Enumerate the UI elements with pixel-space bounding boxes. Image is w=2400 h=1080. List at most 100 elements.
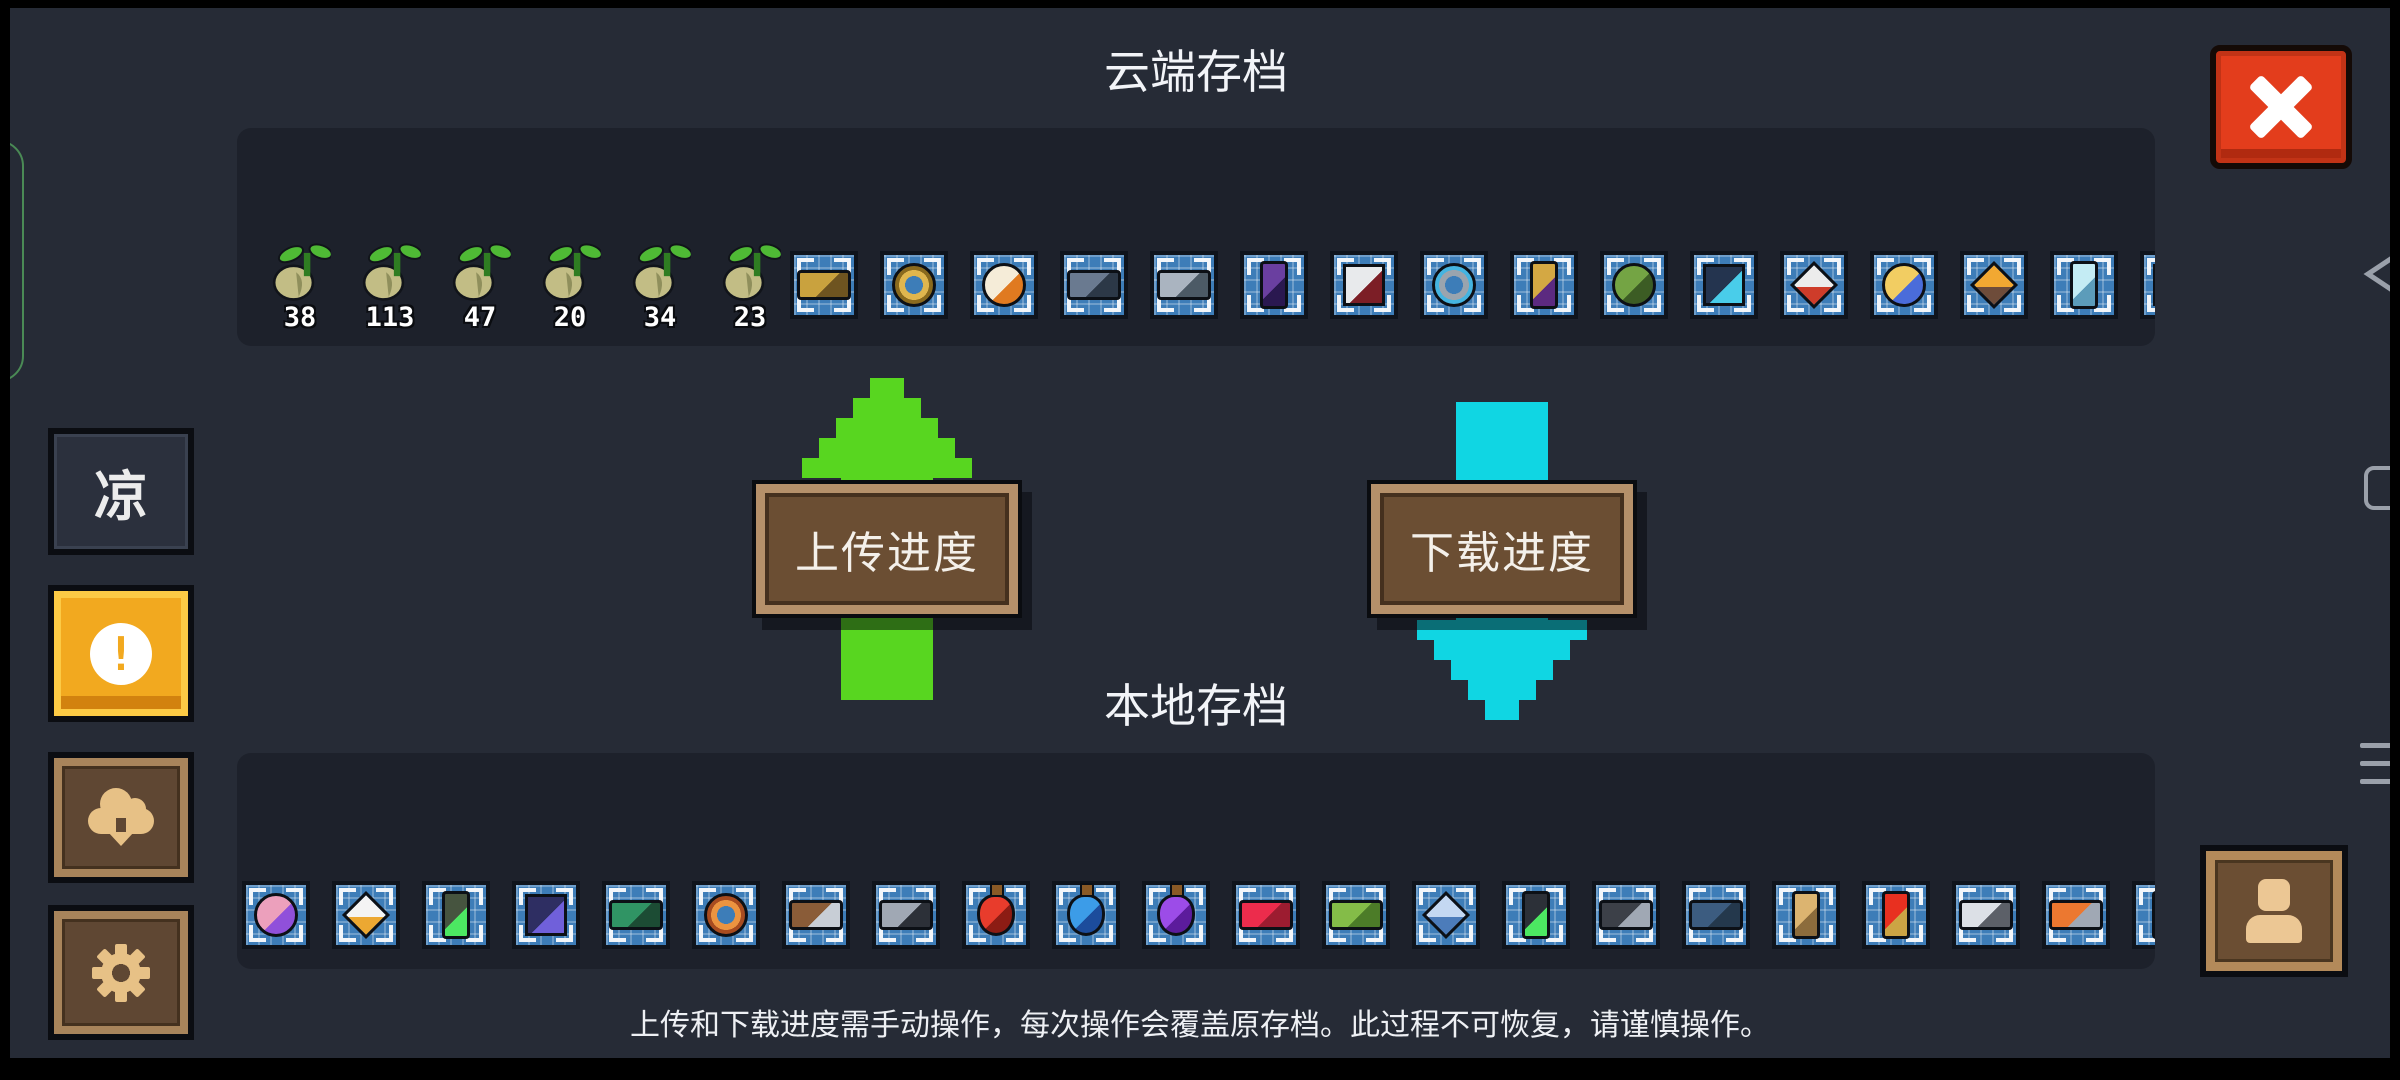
- save-item-vine-dragon[interactable]: [1600, 251, 1668, 319]
- corner-bracket-icon: [519, 888, 536, 905]
- save-item-gem-scepter[interactable]: [332, 881, 400, 949]
- nav-back-icon[interactable]: [2360, 248, 2390, 300]
- corner-bracket-icon: [1697, 258, 1714, 275]
- cloud-download-button[interactable]: [48, 752, 194, 883]
- close-button[interactable]: [2210, 45, 2352, 169]
- save-item-camera[interactable]: [1592, 881, 1660, 949]
- save-item-energy-net[interactable]: [512, 881, 580, 949]
- seed-save[interactable]: 23: [705, 240, 795, 340]
- save-item-syringe-lantern[interactable]: [2050, 251, 2118, 319]
- corner-bracket-icon: [1186, 925, 1203, 942]
- download-progress-button[interactable]: 下载进度: [1367, 480, 1637, 618]
- save-item-drill-rocket[interactable]: [2042, 881, 2110, 949]
- save-item-purple-potion[interactable]: [1142, 881, 1210, 949]
- save-item-lion-mask[interactable]: [970, 251, 1038, 319]
- save-item-golden-hand[interactable]: [1870, 251, 1938, 319]
- corner-bracket-icon: [1427, 295, 1444, 312]
- corner-bracket-icon: [1816, 888, 1833, 905]
- save-item-revolver[interactable]: [1952, 881, 2020, 949]
- cloud-item-row: [790, 251, 2155, 319]
- save-item-crystal-egg[interactable]: [242, 881, 310, 949]
- profile-button[interactable]: [2200, 845, 2348, 977]
- save-item-ufo-disc[interactable]: [1150, 251, 1218, 319]
- settings-button[interactable]: [48, 905, 194, 1040]
- blue-potion-icon: [1067, 883, 1105, 936]
- seed-save[interactable]: 20: [525, 240, 615, 340]
- save-item-flame-burst[interactable]: [1960, 251, 2028, 319]
- corner-bracket-icon: [249, 888, 266, 905]
- corner-bracket-icon: [797, 295, 814, 312]
- corner-bracket-icon: [1366, 888, 1383, 905]
- save-item-hammer[interactable]: [872, 881, 940, 949]
- save-item-fish-cannon[interactable]: [1682, 881, 1750, 949]
- cloud-save-title: 云端存档: [1104, 46, 1288, 98]
- nav-recents-icon[interactable]: [2360, 743, 2390, 797]
- save-item-gunship[interactable]: [1060, 251, 1128, 319]
- save-item-tank[interactable]: [790, 251, 858, 319]
- seed-save[interactable]: 34: [615, 240, 705, 340]
- save-item-green-smg[interactable]: [602, 881, 670, 949]
- save-item-blue-potion[interactable]: [1052, 881, 1120, 949]
- corner-bracket-icon: [1996, 888, 2013, 905]
- corner-bracket-icon: [1247, 258, 1264, 275]
- alert-button[interactable]: !: [48, 585, 194, 722]
- save-item-walkie-talkie[interactable]: [422, 881, 490, 949]
- save-item-clipped-item[interactable]: [2140, 251, 2155, 319]
- corner-bracket-icon: [286, 888, 303, 905]
- save-item-clipped-book[interactable]: [2132, 881, 2155, 949]
- local-save-panel: [237, 753, 2155, 969]
- corner-bracket-icon: [977, 295, 994, 312]
- save-item-rocket-shield[interactable]: [1780, 251, 1848, 319]
- corner-bracket-icon: [1779, 888, 1796, 905]
- clipped-item-icon: [2153, 264, 2155, 306]
- claw-glove-icon: [789, 900, 843, 930]
- cloud-download-icon: [88, 787, 154, 846]
- corner-bracket-icon: [646, 888, 663, 905]
- corner-bracket-icon: [1734, 258, 1751, 275]
- corner-bracket-icon: [1636, 888, 1653, 905]
- corner-bracket-icon: [2004, 295, 2021, 312]
- save-item-golden-ring[interactable]: [880, 251, 948, 319]
- save-item-nuke-bomb[interactable]: [1862, 881, 1930, 949]
- corner-bracket-icon: [1464, 258, 1481, 275]
- save-item-royal-idol[interactable]: [1510, 251, 1578, 319]
- walkie-talkie-icon: [442, 891, 470, 939]
- corner-bracket-icon: [1284, 295, 1301, 312]
- save-item-red-potion[interactable]: [962, 881, 1030, 949]
- liang-button[interactable]: 凉: [48, 428, 194, 555]
- save-item-green-hat[interactable]: [1322, 881, 1390, 949]
- corner-bracket-icon: [339, 888, 356, 905]
- corner-bracket-icon: [924, 258, 941, 275]
- corner-bracket-icon: [609, 888, 626, 905]
- save-item-storm-can[interactable]: [1690, 251, 1758, 319]
- save-item-price-gun[interactable]: [1232, 881, 1300, 949]
- save-item-striped-flag[interactable]: [1330, 251, 1398, 319]
- save-item-claw-glove[interactable]: [782, 881, 850, 949]
- seed-save[interactable]: 47: [435, 240, 525, 340]
- corner-bracket-icon: [1157, 258, 1174, 275]
- corner-bracket-icon: [797, 258, 814, 275]
- corner-bracket-icon: [1726, 925, 1743, 942]
- save-item-arcade-machine[interactable]: [1240, 251, 1308, 319]
- local-item-row: [242, 881, 2155, 949]
- seed-save[interactable]: 38: [255, 240, 345, 340]
- save-item-portal-ring[interactable]: [1420, 251, 1488, 319]
- corner-bracket-icon: [1959, 888, 1976, 905]
- nav-home-icon[interactable]: [2364, 466, 2390, 510]
- save-item-calculator[interactable]: [1502, 881, 1570, 949]
- green-smg-icon: [609, 900, 663, 930]
- corner-bracket-icon: [1509, 888, 1526, 905]
- corner-bracket-icon: [1517, 258, 1534, 275]
- corner-bracket-icon: [1247, 295, 1264, 312]
- save-item-shuriken[interactable]: [1412, 881, 1480, 949]
- corner-bracket-icon: [916, 925, 933, 942]
- save-item-target-shield[interactable]: [692, 881, 760, 949]
- seed-save[interactable]: 113: [345, 240, 435, 340]
- corner-bracket-icon: [834, 258, 851, 275]
- corner-bracket-icon: [1329, 925, 1346, 942]
- upload-progress-button[interactable]: 上传进度: [752, 480, 1022, 618]
- save-item-wooden-door[interactable]: [1772, 881, 1840, 949]
- corner-bracket-icon: [887, 295, 904, 312]
- gear-icon: [92, 943, 150, 1002]
- corner-bracket-icon: [556, 888, 573, 905]
